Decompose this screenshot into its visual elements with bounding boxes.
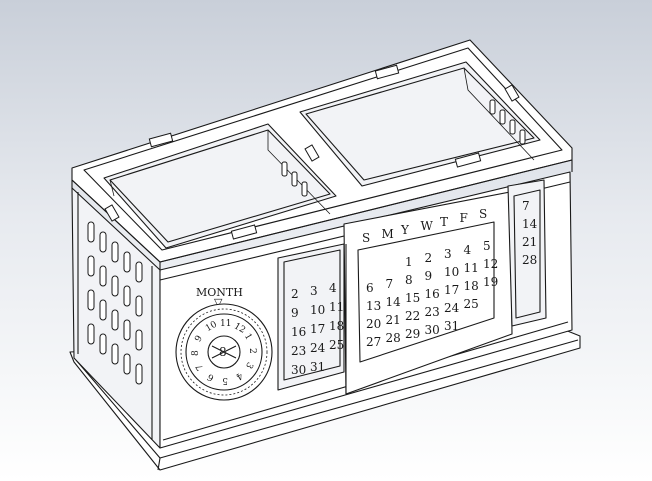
weekday-label: Y <box>400 223 410 237</box>
center-calendar-card <box>343 191 513 395</box>
calendar-date: 5 <box>483 239 491 253</box>
calendar-date: 29 <box>405 327 420 341</box>
calendar-date: 16 <box>425 287 440 301</box>
calendar-date: 1 <box>405 255 413 269</box>
calendar-date: 3 <box>444 247 452 261</box>
calendar-date: 27 <box>366 335 381 349</box>
dial-number: 2 <box>247 348 257 354</box>
calendar-date: 9 <box>291 306 299 320</box>
weekday-label: S <box>362 231 370 245</box>
calendar-date: 16 <box>291 325 306 339</box>
rim-slot <box>230 224 258 240</box>
dial-number: 6 <box>206 371 216 383</box>
rim-slot <box>504 84 520 102</box>
calendar-date: 21 <box>386 313 401 327</box>
calendar-date: 10 <box>310 303 325 317</box>
calendar-date: 24 <box>444 301 460 315</box>
month-marker-icon: ▽ <box>214 296 223 309</box>
calendar-date: 4 <box>329 281 337 295</box>
rim-slot <box>104 204 120 222</box>
calendar-date: 25 <box>329 338 344 352</box>
dial-center-number: 8 <box>219 345 227 359</box>
side-vent-holes <box>87 221 143 385</box>
calendar-date: 14 <box>386 295 402 309</box>
calendar-date: 10 <box>444 265 459 279</box>
calendar-date: 8 <box>405 273 413 287</box>
calendar-date: 17 <box>310 322 325 336</box>
calendar-date: 9 <box>425 269 433 283</box>
calendar-date: 7 <box>522 199 530 213</box>
rim-slot <box>304 144 320 162</box>
right-card-dates: 7 14 21 28 <box>522 199 538 267</box>
calendar-date: 23 <box>291 344 306 358</box>
calendar-date: 22 <box>405 309 420 323</box>
dial-number: 3 <box>243 360 255 370</box>
calendar-date: 14 <box>522 217 538 231</box>
calendar-date: 12 <box>483 257 498 271</box>
calendar-date: 6 <box>366 281 374 295</box>
calendar-date: 24 <box>310 341 326 355</box>
calendar-date: 21 <box>522 235 537 249</box>
calendar-date: 13 <box>366 299 381 313</box>
calendar-date: 23 <box>425 305 440 319</box>
calendar-date: 28 <box>386 331 401 345</box>
weekday-label: F <box>460 211 468 225</box>
dial-number: 1 <box>242 332 254 342</box>
right-calendar-card <box>507 179 547 327</box>
dial-number: 9 <box>193 334 205 344</box>
calendar-date: 11 <box>464 261 479 275</box>
calendar-date: 30 <box>425 323 440 337</box>
rim-slot <box>374 64 400 80</box>
calendar-date: 28 <box>522 253 537 267</box>
weekday-label: S <box>479 207 487 221</box>
calendar-date: 18 <box>329 319 344 333</box>
calendar-date: 3 <box>310 284 318 298</box>
left-calendar-card <box>277 243 345 391</box>
calendar-date: 31 <box>310 360 325 374</box>
dial-number: 5 <box>222 375 228 385</box>
calendar-date: 18 <box>464 279 479 293</box>
dial-number: 8 <box>191 350 201 356</box>
inner-vent-holes <box>281 99 526 197</box>
weekday-label: M <box>382 227 394 241</box>
calendar-date: 7 <box>386 277 394 291</box>
rim-slot <box>148 132 174 148</box>
dial-number: 12 <box>232 321 247 335</box>
dial-number: 7 <box>194 362 206 372</box>
calendar-date: 17 <box>444 283 459 297</box>
right-compartment <box>299 61 541 187</box>
calendar-date: 11 <box>329 300 344 314</box>
left-compartment <box>103 123 337 249</box>
calendar-date: 19 <box>483 275 498 289</box>
rim-slot <box>454 152 482 168</box>
dial-number: 4 <box>234 370 244 382</box>
calendar-date: 25 <box>464 297 479 311</box>
calendar-date: 2 <box>425 251 433 265</box>
weekday-label: T <box>440 215 448 229</box>
calendar-date: 31 <box>444 319 459 333</box>
calendar-date: 2 <box>291 287 299 301</box>
calendar-date: 4 <box>464 243 472 257</box>
calendar-date: 15 <box>405 291 420 305</box>
calendar-date: 30 <box>291 363 306 377</box>
weekday-label: W <box>421 219 434 233</box>
dial-number: 11 <box>220 319 231 329</box>
month-label: MONTH <box>196 286 243 299</box>
calendar-date: 20 <box>366 317 381 331</box>
